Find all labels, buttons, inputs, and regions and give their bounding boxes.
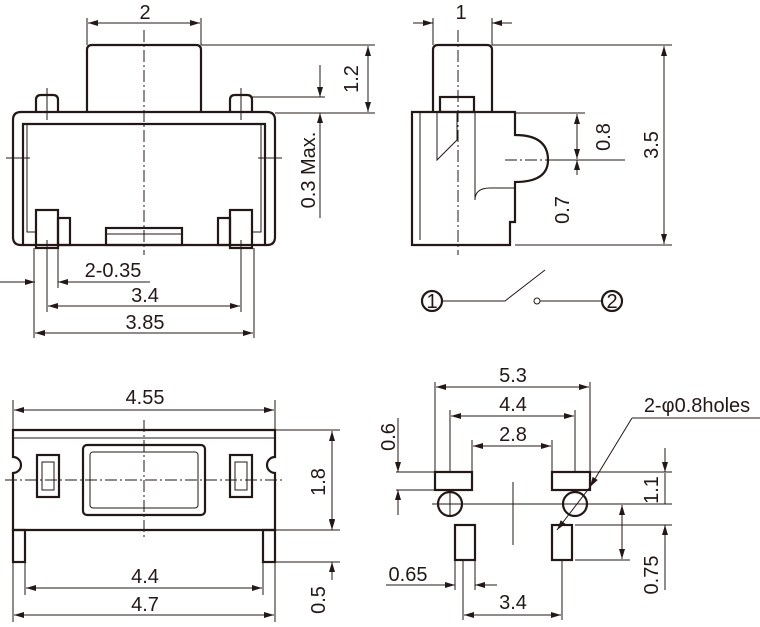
dim-pad-width: 0.65 — [389, 564, 428, 586]
switch-schematic: 1 2 — [420, 269, 624, 313]
dim-hole-offset: 1.1 — [641, 476, 663, 504]
dim-side-actuator: 1 — [455, 2, 466, 24]
pin-1-label: 1 — [426, 291, 437, 313]
pin-2-label: 2 — [606, 291, 617, 313]
dim-overall-width: 3.85 — [126, 312, 165, 334]
dim-leg-height: 0.5 — [308, 586, 330, 614]
dim-actuator-height: 1.2 — [341, 65, 363, 93]
dim-pad-height: 0.6 — [378, 423, 400, 451]
dim-inner: 2.8 — [499, 424, 527, 446]
side-view: 1 0.8 0.7 3.5 — [410, 2, 672, 255]
dim-terminal-width: 2-0.35 — [85, 260, 142, 282]
footprint-view: 5.3 4.4 2.8 0.6 1.1 0.75 0.65 3.4 2-φ0.8… — [378, 365, 760, 620]
dim-body-width: 4.55 — [126, 387, 165, 409]
dim-outer: 5.3 — [499, 365, 527, 387]
dim-mid: 4.4 — [499, 394, 527, 416]
dim-upper: 0.8 — [593, 123, 615, 151]
dim-lower: 0.7 — [552, 196, 574, 224]
dim-leg-span: 4.4 — [131, 566, 159, 588]
top-view: 4.55 1.8 0.5 4.4 4.7 — [5, 387, 340, 622]
dim-pad-pitch: 3.4 — [499, 592, 527, 614]
dim-body-depth: 1.8 — [308, 468, 330, 496]
dim-gap: 0.3 Max. — [298, 132, 320, 209]
dim-terminal-pitch: 3.4 — [131, 285, 159, 307]
dim-height: 3.5 — [641, 131, 663, 159]
dim-actuator-width: 2 — [139, 2, 150, 24]
holes-note: 2-φ0.8holes — [644, 395, 750, 417]
front-view: 2 1.2 0.3 Max. 2-0.35 3.4 3.85 — [0, 2, 375, 338]
dim-pad-offset: 0.75 — [641, 556, 663, 595]
dim-overall: 4.7 — [131, 594, 159, 616]
